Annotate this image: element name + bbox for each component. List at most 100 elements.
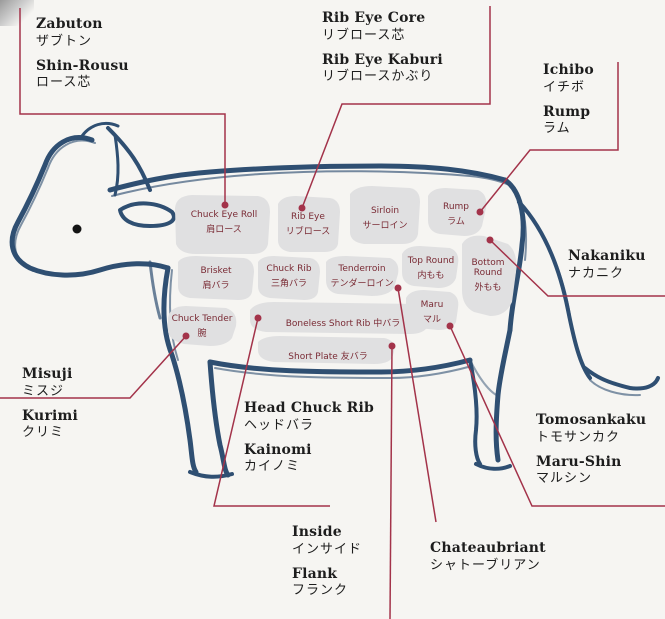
label-nakaniku-en: Nakaniku xyxy=(568,248,646,264)
leader-dot-misuji xyxy=(182,332,190,340)
label-chateaubriant-en: Chateaubriant xyxy=(430,540,546,556)
label-head-chuck-rib-en: Head Chuck Rib xyxy=(244,400,375,416)
cut-sirloin-jp: サーロイン xyxy=(362,221,408,231)
leader-rib-eye xyxy=(301,6,491,209)
cut-region-sirloin xyxy=(350,186,420,244)
cut-sirloin-en: Sirloin xyxy=(370,206,400,216)
cut-region-short-plate xyxy=(258,336,395,364)
cut-short-plate-jp: 友バラ xyxy=(340,352,368,362)
label-misuji-group: Misuji ミスジ Kurimi クリミ xyxy=(22,366,78,442)
label-maru-shin-en: Maru-Shin xyxy=(536,453,622,470)
leader-inside xyxy=(389,345,393,619)
leader-lines xyxy=(0,6,665,619)
label-misuji-en: Misuji xyxy=(22,366,73,382)
label-zabuton-jp: ザブトン xyxy=(36,33,93,49)
cut-bottom-round: Bottom Round 外もも xyxy=(462,258,514,293)
leader-head-chuck-rib xyxy=(213,317,330,507)
cut-top-round: Top Round 内もも xyxy=(400,256,462,281)
cut-sirloin: Sirloin サーロイン xyxy=(350,206,420,231)
leader-chateaubriant xyxy=(397,287,437,523)
leader-zabuton xyxy=(19,8,226,204)
label-inside-en: Inside xyxy=(292,524,342,540)
leader-dot-rib-eye xyxy=(298,204,306,212)
label-ichibo-en: Ichibo xyxy=(543,62,594,78)
cut-brisket-jp: 肩バラ xyxy=(202,281,230,291)
label-inside-group: Inside インサイド Flank フランク xyxy=(292,524,362,600)
cut-maru-jp: マル xyxy=(422,315,441,325)
cut-short-plate: Short Plate 友バラ xyxy=(262,344,394,363)
cut-region-bottom-round xyxy=(462,235,517,316)
cut-chuck-eye-roll-en: Chuck Eye Roll xyxy=(190,210,258,220)
cut-boneless-short-rib-jp: 中バラ xyxy=(373,319,401,329)
label-rib-eye-core-en: Rib Eye Core xyxy=(322,10,426,26)
cut-region-tenderroin xyxy=(326,256,399,296)
label-inside-jp: インサイド xyxy=(292,541,363,557)
label-nakaniku-group: Nakaniku ナカニク xyxy=(568,248,646,282)
label-kurimi-en: Kurimi xyxy=(22,407,79,424)
label-ichibo-group: Ichibo イチボ Rump ラム xyxy=(543,62,594,138)
leader-ichibo xyxy=(479,62,619,213)
label-tomosankaku-group: Tomosankaku トモサンカク Maru-Shin マルシン xyxy=(536,412,646,488)
label-head-chuck-rib-jp: ヘッドバラ xyxy=(244,417,315,433)
leader-dot-chateaubriant xyxy=(394,284,402,292)
label-rib-eye-kaburi-en: Rib Eye Kaburi xyxy=(322,51,443,68)
cut-region-chuck-rib xyxy=(258,256,320,300)
cow-outline xyxy=(9,121,660,479)
cut-rib-eye: Rib Eye リブロース xyxy=(276,212,340,237)
label-head-chuck-rib-group: Head Chuck Rib ヘッドバラ Kainomi カイノミ xyxy=(244,400,374,476)
cut-brisket: Brisket 肩バラ xyxy=(180,266,252,291)
label-zabuton-en: Zabuton xyxy=(36,16,103,32)
cut-tenderroin-jp: テンダーロイン xyxy=(330,279,394,289)
label-kainomi-jp: カイノミ xyxy=(244,459,301,475)
label-flank-jp: フランク xyxy=(292,583,349,599)
cut-tenderroin-en: Tenderroin xyxy=(338,264,386,274)
cut-chuck-rib: Chuck Rib 三角バラ xyxy=(258,264,320,289)
leader-dot-ichibo xyxy=(476,208,484,216)
leader-dot-inside xyxy=(388,342,396,350)
cut-bottom-round-jp: 外もも xyxy=(474,283,502,293)
label-maru-shin-jp: マルシン xyxy=(536,471,593,487)
label-zabuton-group: Zabuton ザブトン Shin-Rousu ロース芯 xyxy=(36,16,129,92)
cut-region-chuck-eye-roll xyxy=(175,195,270,254)
cut-chuck-tender: Chuck Tender 腕 xyxy=(166,314,238,339)
cut-region-boneless-short-rib xyxy=(250,302,431,334)
cut-rib-eye-jp: リブロース xyxy=(285,227,331,237)
cut-rump: Rump ラム xyxy=(428,202,484,227)
cut-rump-jp: ラム xyxy=(447,217,465,227)
cut-bottom-round-en: Bottom Round xyxy=(471,258,505,278)
cut-chuck-rib-jp: 三角バラ xyxy=(270,279,307,289)
label-flank-en: Flank xyxy=(292,565,338,582)
label-chateaubriant-jp: シャトーブリアン xyxy=(430,557,541,573)
cut-region-top-round xyxy=(402,246,459,288)
leader-tomosankaku xyxy=(449,325,665,507)
cut-chuck-tender-jp: 腕 xyxy=(197,329,207,339)
label-rib-eye-group: Rib Eye Core リブロース芯 Rib Eye Kaburi リブロース… xyxy=(322,10,443,86)
cut-boneless-short-rib-en: Boneless Short Rib xyxy=(285,319,374,329)
cut-short-plate-en: Short Plate xyxy=(288,352,341,362)
label-shin-rousu-jp: ロース芯 xyxy=(36,75,92,91)
cut-chuck-eye-roll: Chuck Eye Roll 肩ロース xyxy=(178,210,270,235)
leader-dot-nakaniku xyxy=(486,236,494,244)
cut-rump-en: Rump xyxy=(442,202,470,212)
cut-top-round-jp: 内もも xyxy=(417,271,445,281)
label-rump-jp: ラム xyxy=(543,121,571,137)
cut-brisket-en: Brisket xyxy=(200,266,232,276)
cut-rib-eye-en: Rib Eye xyxy=(291,212,325,222)
label-shin-rousu-en: Shin-Rousu xyxy=(36,57,129,74)
cut-chuck-tender-en: Chuck Tender xyxy=(171,314,233,324)
label-kurimi-jp: クリミ xyxy=(22,425,65,441)
label-nakaniku-jp: ナカニク xyxy=(568,265,625,281)
label-rump-en: Rump xyxy=(543,103,591,120)
leader-dot-head-chuck-rib xyxy=(254,314,262,322)
label-tomosankaku-en: Tomosankaku xyxy=(536,412,647,428)
cut-region-rib-eye xyxy=(278,196,340,252)
cut-region-rump xyxy=(428,188,487,236)
label-rib-eye-core-jp: リブロース芯 xyxy=(322,27,406,43)
leader-misuji xyxy=(0,335,187,399)
label-ichibo-jp: イチボ xyxy=(543,79,586,95)
cut-tenderroin: Tenderroin テンダーロイン xyxy=(326,264,398,289)
label-misuji-jp: ミスジ xyxy=(22,383,65,399)
leader-dots xyxy=(182,201,494,350)
leader-dot-tomosankaku xyxy=(446,322,454,330)
